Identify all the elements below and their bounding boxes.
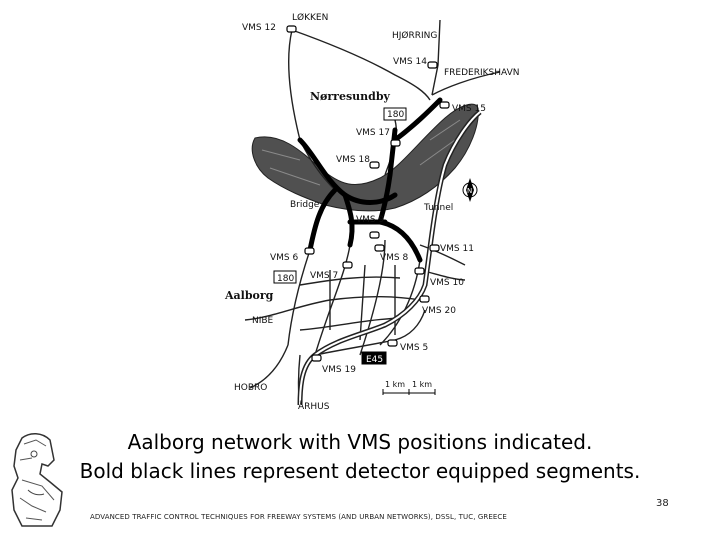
- scale-label-b: 1 km: [412, 380, 432, 389]
- footer-text: ADVANCED TRAFFIC CONTROL TECHNIQUES FOR …: [90, 513, 507, 521]
- vms-19-label: VMS 19: [322, 365, 356, 375]
- vms-8-label: VMS 8: [380, 253, 408, 263]
- vms-18-marker: [369, 161, 380, 169]
- place-frederikshavn: FREDERIKSHAVN: [444, 68, 520, 78]
- place-bridge: Bridge: [290, 200, 320, 210]
- north-arrow-icon: N: [462, 178, 478, 202]
- place-tunnel: Tunnel: [423, 203, 453, 213]
- page-number: 38: [656, 498, 669, 509]
- limfjord-water: [251, 103, 479, 212]
- caption-line-1: Aalborg network with VMS positions indic…: [127, 430, 593, 454]
- vms-20-label: VMS 20: [422, 306, 456, 316]
- vms-9-marker: [369, 231, 380, 239]
- road-180c-shield: 180: [387, 110, 404, 120]
- vms-11-marker: [429, 244, 440, 252]
- road-shields: 180 180 E45: [273, 107, 407, 365]
- place-labels: LØKKEN HJØRRING FREDERIKSHAVN Nørresundb…: [224, 12, 520, 412]
- place-norresundby: Nørresundby: [310, 90, 391, 103]
- vms-18-label: VMS 18: [336, 155, 370, 165]
- vms-9-label: VMS 9: [356, 215, 384, 225]
- vms-14-label: VMS 14: [393, 57, 427, 67]
- vms-10-marker: [414, 267, 425, 275]
- limfjord-water-texture: [261, 119, 461, 186]
- vms-12-marker: [286, 25, 297, 33]
- minor-roads: [244, 19, 501, 406]
- place-aalborg: Aalborg: [224, 289, 274, 302]
- place-lokken: LØKKEN: [292, 12, 328, 23]
- vms-17-label: VMS 17: [356, 128, 390, 138]
- vms-5-marker: [387, 339, 398, 347]
- vms-10-label: VMS 10: [430, 278, 464, 288]
- vms-6-marker: [304, 247, 315, 255]
- vms-5-label: VMS 5: [400, 343, 428, 353]
- vms-7-marker: [342, 261, 353, 269]
- road-e45-shield: E45: [366, 355, 383, 365]
- aalborg-network-map: LØKKEN HJØRRING FREDERIKSHAVN Nørresundb…: [224, 12, 520, 412]
- place-hjorring: HJØRRING: [392, 30, 437, 41]
- vms-8-marker: [374, 244, 385, 252]
- vms-15-marker: [439, 101, 450, 109]
- vms-6-label: VMS 6: [270, 253, 298, 263]
- vms-12-label: VMS 12: [242, 23, 276, 33]
- vms-labels: VMS 12 VMS 14 VMS 15 VMS 17 VMS 18 VMS 9…: [242, 23, 486, 375]
- road-180-shield: 180: [277, 274, 294, 284]
- vms-7-label: VMS 7: [310, 271, 338, 281]
- north-label: N: [467, 187, 472, 195]
- caption-line-2: Bold black lines represent detector equi…: [79, 459, 641, 483]
- place-nibe: NIBE: [252, 316, 274, 326]
- vms-19-marker: [311, 354, 322, 362]
- vms-11-label: VMS 11: [440, 244, 474, 254]
- place-hobro: HOBRO: [234, 383, 267, 393]
- vms-17-marker: [390, 139, 401, 147]
- vms-20-marker: [419, 295, 430, 303]
- vms-14-marker: [427, 61, 438, 69]
- scale-bar: 1 km 1 km: [382, 380, 436, 395]
- scale-label-a: 1 km: [385, 380, 405, 389]
- vms-15-label: VMS 15: [452, 104, 486, 114]
- vms-markers: [286, 25, 450, 362]
- detector-equipped-segments: [297, 97, 443, 263]
- place-arhus: ÅRHUS: [298, 400, 330, 412]
- university-logo-icon: [11, 433, 63, 527]
